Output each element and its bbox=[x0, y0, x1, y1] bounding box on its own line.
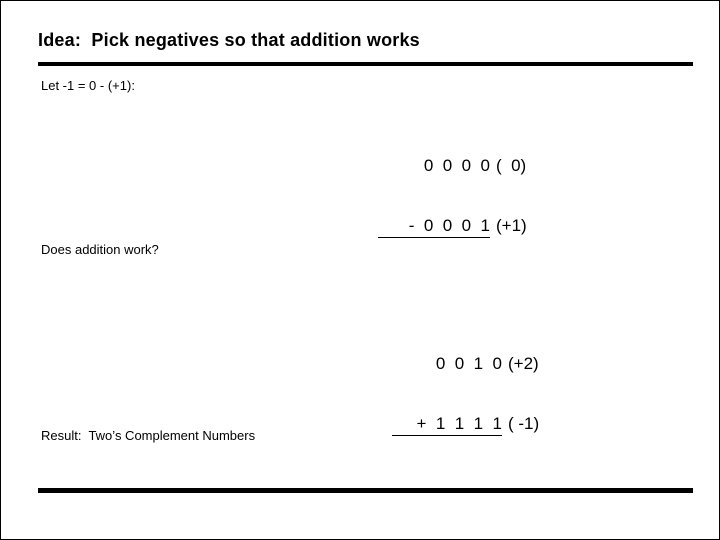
calc-two-line2-digits: + 1 1 1 1 bbox=[392, 414, 502, 436]
calc-two-line1-annotation: (+2) bbox=[508, 354, 539, 373]
slide-title: Idea: Pick negatives so that addition wo… bbox=[38, 30, 420, 50]
calc-two-line2-annotation: ( -1) bbox=[508, 414, 540, 433]
let-equation-label: Let -1 = 0 - (+1): bbox=[41, 78, 135, 93]
calc-one-line1-annotation: ( 0) bbox=[496, 156, 527, 175]
calc-one-row-2: - 0 0 0 1 (+1) bbox=[378, 216, 527, 238]
calc-two-row-1: 0 0 1 0 (+2) bbox=[392, 354, 539, 374]
calculation-block-one: 0 0 0 0 ( 0) - 0 0 0 1 (+1) bbox=[378, 116, 527, 278]
calc-one-line2-annotation: (+1) bbox=[496, 216, 527, 235]
calc-two-line1-digits: 0 0 1 0 bbox=[435, 354, 502, 373]
calc-one-row-1: 0 0 0 0 ( 0) bbox=[378, 156, 527, 176]
calc-one-line2-digits: - 0 0 0 1 bbox=[378, 216, 490, 238]
result-label: Result: Two’s Complement Numbers bbox=[41, 428, 256, 443]
title-divider-rule bbox=[38, 62, 693, 66]
calc-two-row-2: + 1 1 1 1 ( -1) bbox=[392, 414, 539, 436]
calculation-block-two: 0 0 1 0 (+2) + 1 1 1 1 ( -1) bbox=[392, 314, 539, 476]
bottom-divider-rule bbox=[38, 488, 693, 493]
calc-one-line1-digits: 0 0 0 0 bbox=[423, 156, 490, 175]
does-addition-work-label: Does addition work? bbox=[41, 242, 159, 257]
